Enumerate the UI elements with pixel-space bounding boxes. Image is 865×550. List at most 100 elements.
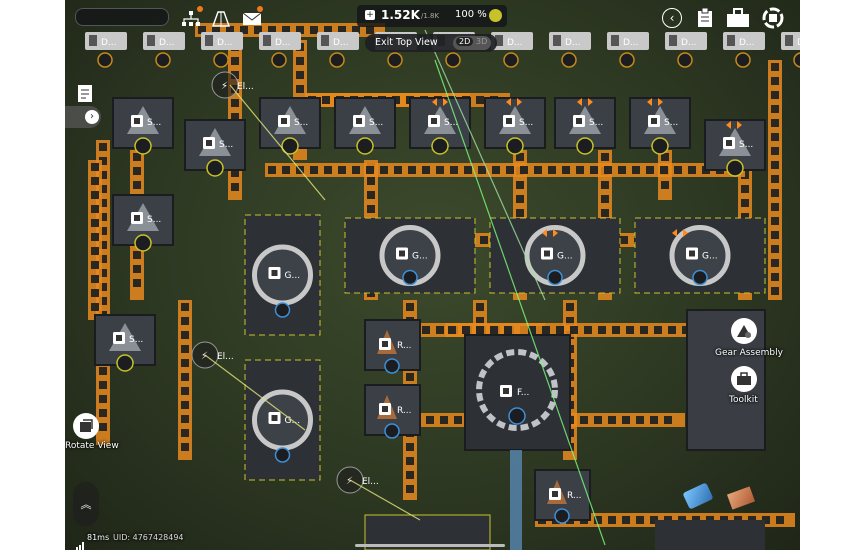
depot-port[interactable] [735,52,751,68]
belt-slot [99,297,107,305]
toolkit-button[interactable] [731,366,757,392]
depot-port[interactable] [561,52,577,68]
belt-slot [771,161,779,169]
toolbox-icon[interactable] [725,6,751,30]
belt-segment[interactable] [265,163,745,177]
depot-port[interactable] [155,52,171,68]
refiner-port[interactable] [384,358,400,374]
view-mode-toggle[interactable]: 2D 3D [453,36,491,50]
furnace-port[interactable] [508,407,526,425]
collapse-up-button[interactable]: ︽ [73,482,99,526]
mode-3d[interactable]: 3D [476,37,488,46]
direction-arrow [542,229,547,237]
grinder-port[interactable] [274,447,291,463]
grinder-port[interactable] [547,269,563,286]
refiner-port[interactable] [554,508,570,524]
machines-layer[interactable]: D...D...D...D...D...D...D...D...D...D...… [85,32,800,550]
depot-port[interactable] [387,52,403,68]
depot-icon [89,35,97,46]
belt-slot [490,326,498,334]
depot-port[interactable] [619,52,635,68]
depot-port[interactable] [445,52,461,68]
shredder-port[interactable] [281,137,299,155]
gear-assembly-button[interactable] [731,318,757,344]
shredder-port[interactable] [726,159,744,177]
belt-slot [231,71,239,79]
belt-slot [181,415,189,423]
belt-slot [462,326,470,334]
belt-slot [771,231,779,239]
belt-slot [771,147,779,155]
belt-slot [608,416,616,424]
exit-top-view-label: Exit Top View [375,37,438,48]
grinder-wheel [252,389,313,451]
rotate-build-icon[interactable] [759,4,787,32]
rotate-view-button[interactable] [73,413,99,439]
belt-slot [133,265,141,273]
shredder-port[interactable] [576,137,594,155]
shredder-port[interactable] [431,137,449,155]
shredder-icon-glyph [206,140,212,146]
depot-icon [553,35,561,46]
grinder-port[interactable] [692,269,708,286]
grinder-port[interactable] [274,302,291,318]
furnace-machine[interactable] [464,334,571,451]
task-list-icon[interactable] [75,82,95,104]
belt-slot [408,166,416,174]
belt-slot [99,255,107,263]
belt-slot [776,516,784,524]
back-icon[interactable]: ‹ [662,8,682,28]
belt-slot [440,416,448,424]
shredder-port[interactable] [651,137,669,155]
hierarchy-icon[interactable] [180,8,202,30]
search-bar[interactable] [75,8,169,26]
direction-arrow [683,229,688,237]
belt-slot [231,183,239,191]
belt-slot [268,26,276,34]
belt-slot [406,485,414,493]
belt-slot [566,317,574,325]
belt-slot [366,26,374,34]
belt-slot [632,166,640,174]
depot-port[interactable] [677,52,693,68]
shredder-icon-glyph [356,118,362,124]
belt-slot [133,181,141,189]
clipboard-icon[interactable] [695,6,715,30]
game-viewport[interactable]: D...D...D...D...D...D...D...D...D...D...… [65,0,800,550]
refiner-port[interactable] [384,423,400,439]
grinder-port[interactable] [402,269,418,286]
refiner-label: R... [397,341,412,351]
pole-icon: ⚡ [346,476,353,487]
depot-port[interactable] [213,52,229,68]
belt-slot [91,303,99,311]
belt-slot [181,443,189,451]
depot-port[interactable] [97,52,113,68]
belt-slot [741,213,749,221]
shredder-label: S... [664,118,678,128]
depot-port[interactable] [503,52,519,68]
blueprint-icon[interactable] [210,8,232,30]
shredder-port[interactable] [134,234,152,252]
bottom-right-building[interactable] [655,520,765,550]
belt-slot [181,331,189,339]
depot-icon [669,35,677,46]
mode-2d[interactable]: 2D [456,37,474,46]
belt-slot [570,326,578,334]
electric-pole[interactable] [211,71,239,99]
mail-icon[interactable] [241,8,263,30]
belt-slot [436,326,444,334]
belt-slot [741,185,749,193]
shredder-port[interactable] [116,354,134,372]
belt-slot [566,303,574,311]
shredder-port[interactable] [506,137,524,155]
shredder-port[interactable] [134,137,152,155]
depot-port[interactable] [793,52,800,68]
exit-top-view-button[interactable]: Exit Top View 2D 3D [365,34,497,52]
factory-map[interactable]: D...D...D...D...D...D...D...D...D...D...… [65,0,800,550]
depot-port[interactable] [329,52,345,68]
side-panel-tab[interactable]: › [65,106,101,128]
depot-port[interactable] [271,52,287,68]
shredder-port[interactable] [206,159,224,177]
shredder-label: S... [129,335,143,345]
shredder-port[interactable] [356,137,374,155]
